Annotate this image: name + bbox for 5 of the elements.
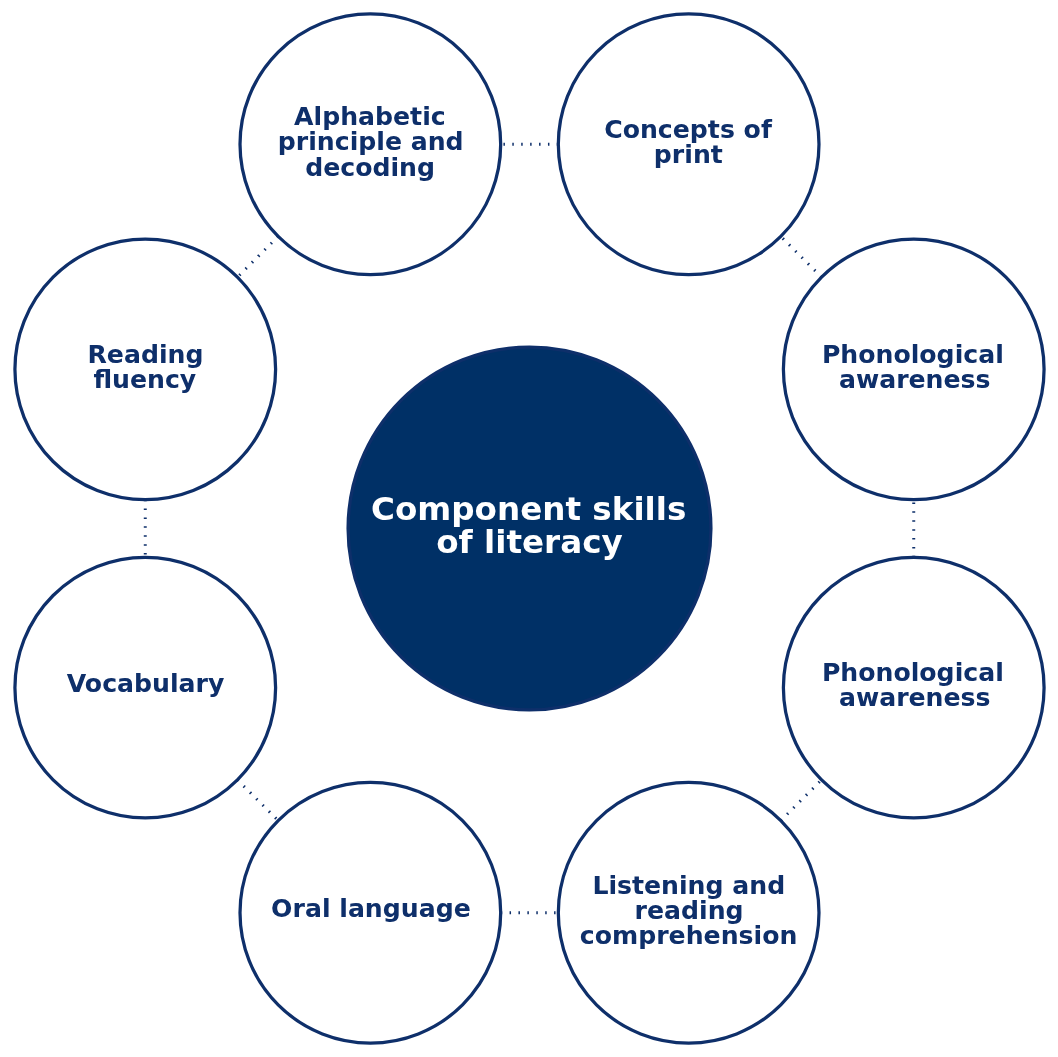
connector: [779, 235, 823, 279]
node-circle: Component skills of literacy: [345, 345, 713, 712]
connector: [235, 778, 279, 822]
connector: [779, 779, 822, 822]
connector: [236, 235, 279, 278]
